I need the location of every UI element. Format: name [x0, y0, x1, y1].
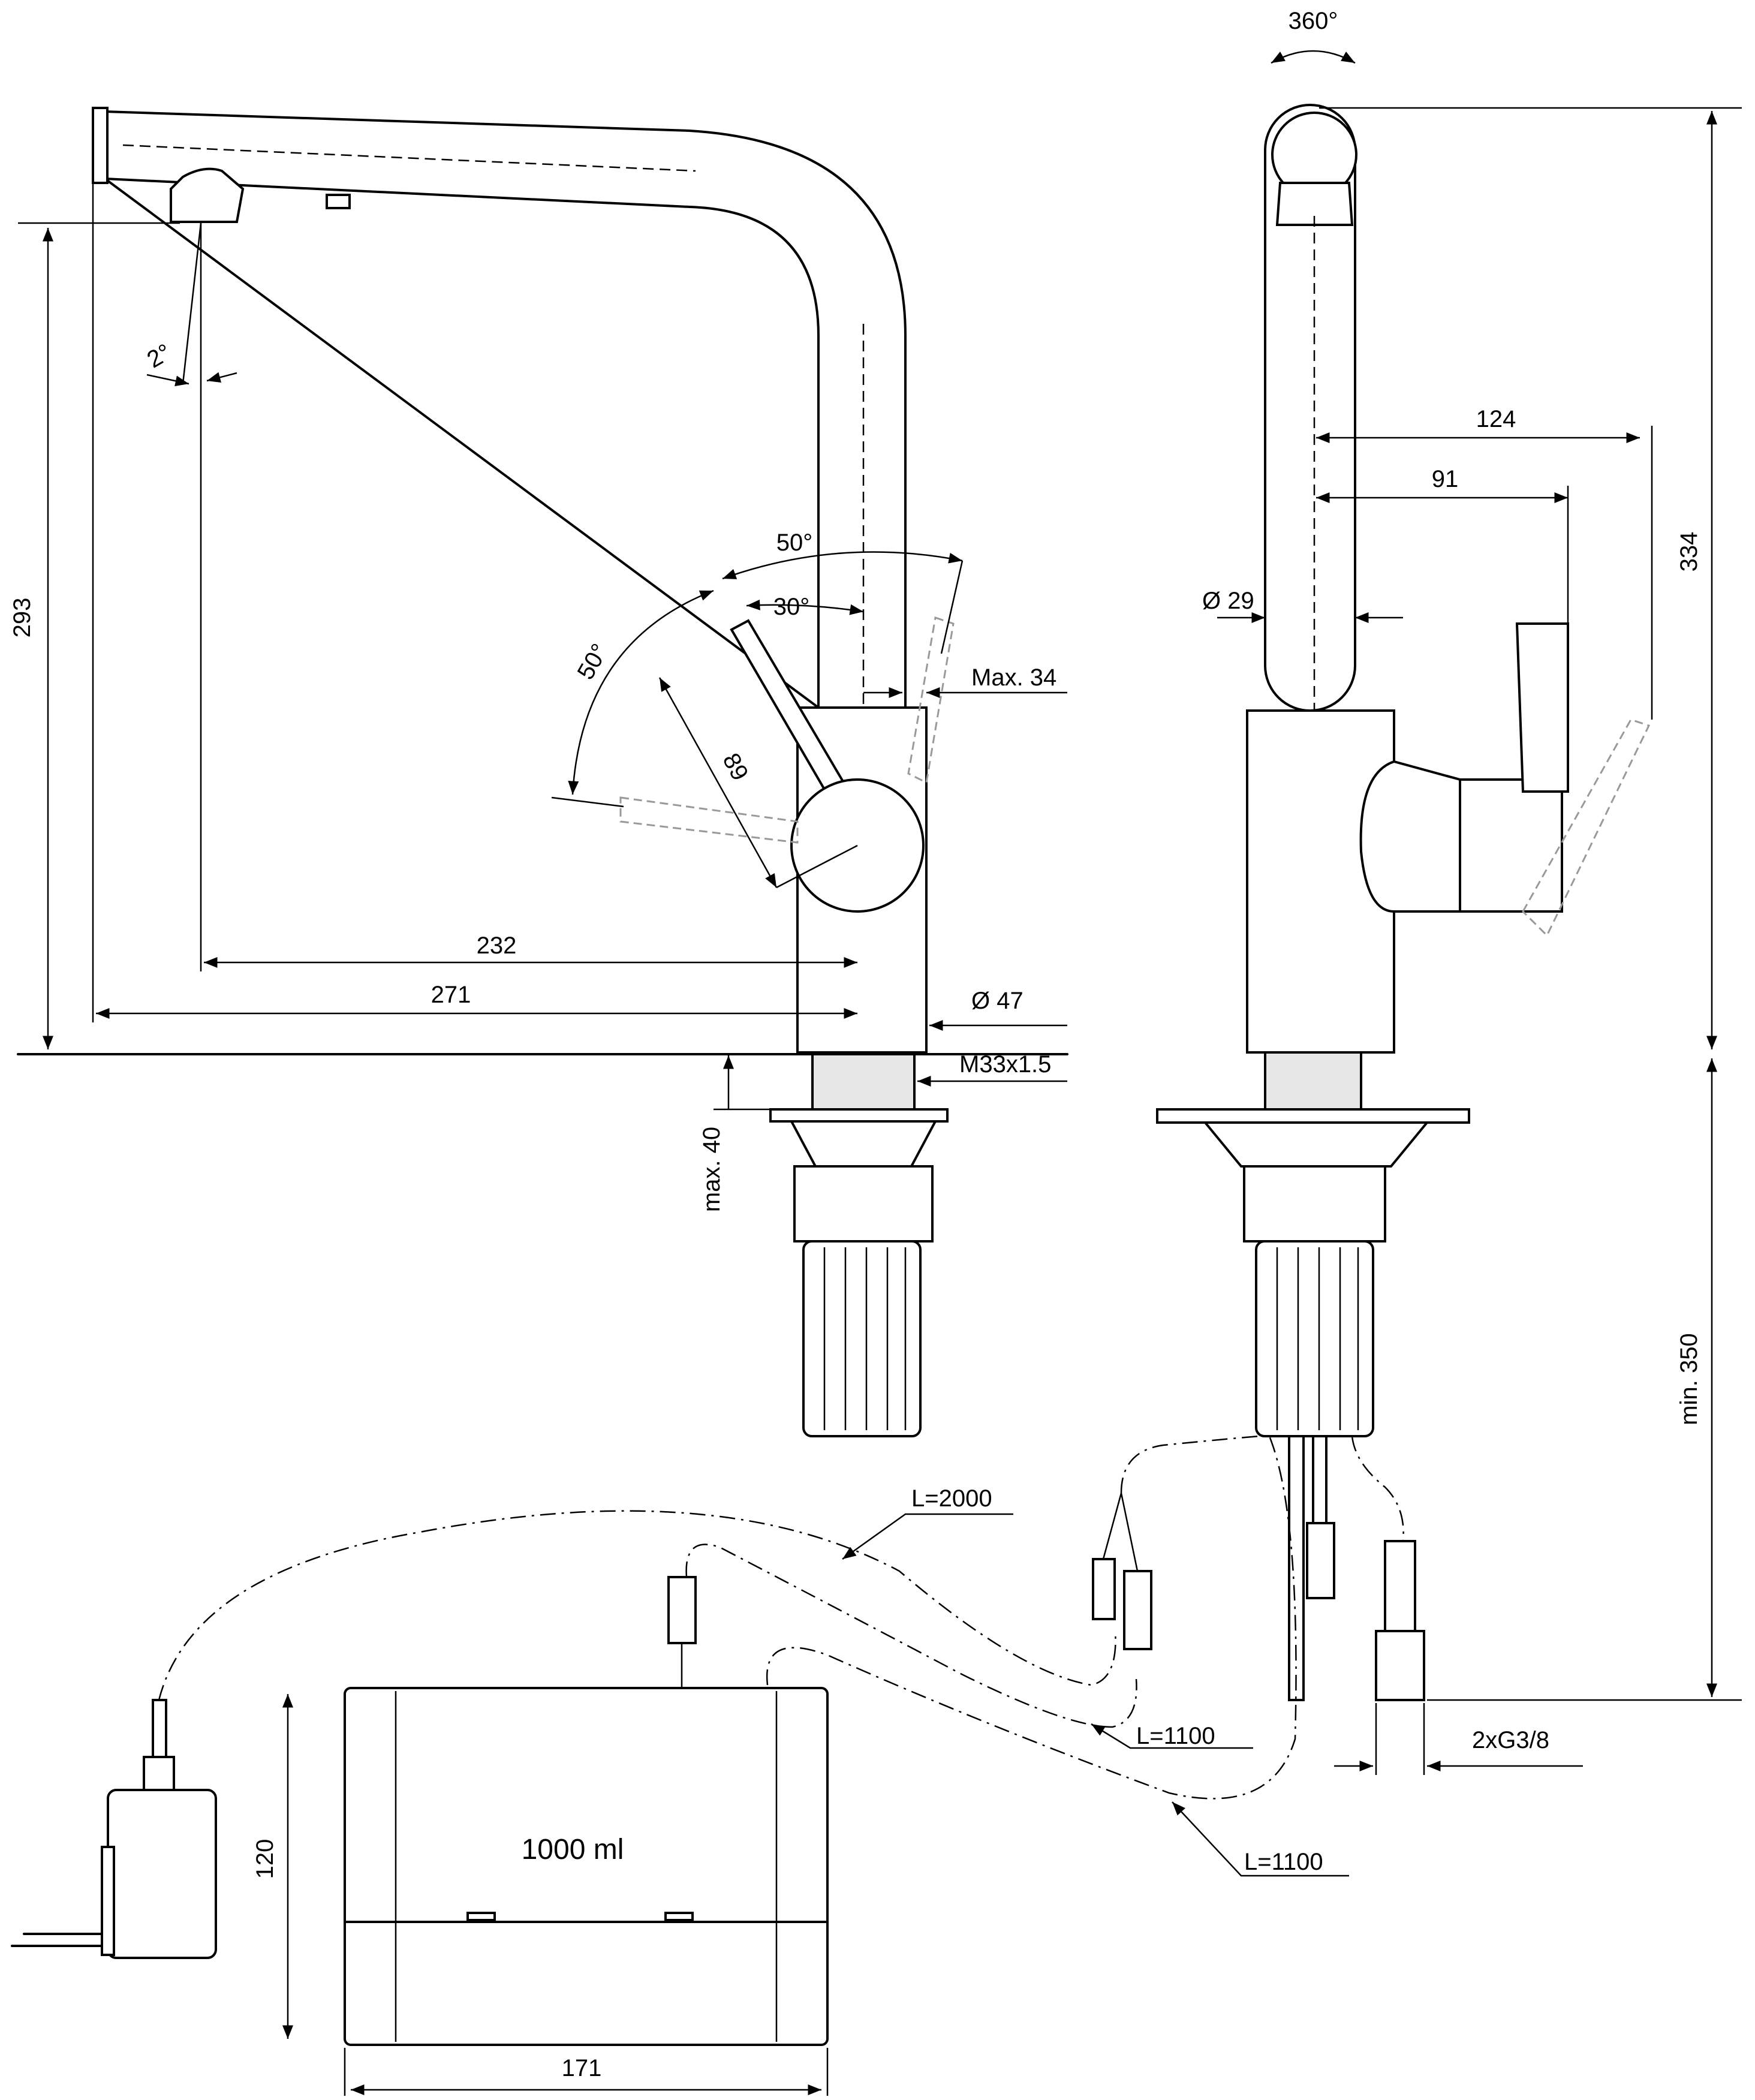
spout-aerator-front	[1275, 182, 1354, 226]
lever-ghost-forward	[619, 796, 799, 844]
lever-ghost-front	[1522, 718, 1651, 937]
sensor-lead	[1120, 1435, 1260, 1494]
adapter-cable	[152, 1699, 167, 1761]
mounting-clamp	[789, 1120, 938, 1168]
flow-unit-ribs	[823, 1247, 907, 1430]
front-clamp	[1202, 1121, 1430, 1168]
fitting	[1306, 1522, 1335, 1599]
tank-volume-label: 1000 ml	[522, 1834, 624, 1866]
mounting-plate	[769, 1108, 949, 1123]
tank-plug	[667, 1576, 697, 1644]
dim-clearance-label: Max. 34	[971, 664, 1056, 691]
ext-line	[551, 796, 624, 808]
tank-foot-a	[466, 1912, 496, 1921]
sensor-cable-2	[766, 1433, 1297, 1800]
front-flow-unit	[1255, 1240, 1374, 1437]
ext-line	[776, 844, 858, 889]
ext-line	[1375, 1703, 1425, 1775]
dim-spout-diameter-label: Ø 29	[1202, 588, 1254, 614]
ext-line	[940, 560, 964, 654]
spout-outline	[104, 110, 907, 709]
thread-stud	[811, 1051, 916, 1111]
dim-swivel-arc	[1271, 50, 1356, 64]
hose-lead	[1351, 1436, 1404, 1542]
power-adapter	[107, 1789, 217, 1959]
sensor-cable-2-leader	[1172, 1801, 1349, 1877]
spout-centerline	[122, 144, 696, 172]
adapter-plug-pins	[11, 1933, 103, 1947]
front-clamp-nut	[1243, 1165, 1386, 1242]
sensor-split	[1102, 1493, 1139, 1572]
hose-braid	[1384, 1540, 1416, 1632]
dim-lever-reach-label: 124	[1476, 406, 1516, 432]
spout-button	[326, 194, 351, 209]
dim-reach-outlet-label: 232	[477, 932, 517, 959]
dim-lever-length-label: 89	[718, 749, 754, 785]
spray-arrow-b	[206, 372, 237, 383]
spray-arrow-a	[146, 374, 189, 387]
ext-line	[344, 2048, 829, 2096]
sensor-plug-a	[1092, 1558, 1116, 1620]
tank-side-lines	[395, 1691, 778, 2042]
front-view: 360° 334 124 91 Ø 29 min. 350 2xG3/8	[1156, 8, 1742, 1775]
dim-angle-mid-label: 30°	[773, 594, 810, 620]
dim-body-diameter-label: Ø 47	[971, 988, 1024, 1014]
adapter-strain-relief	[143, 1756, 175, 1791]
power-cable	[158, 1510, 1116, 1701]
dim-angle-back-label: 50°	[776, 529, 813, 556]
dim-total-height-label: 334	[1676, 532, 1702, 572]
power-cable-label: L=2000	[911, 1485, 992, 1512]
dim-tank-height-label: 120	[252, 1839, 278, 1879]
dim-lever-length-line	[658, 677, 778, 888]
sensor-cable-2-label: L=1100	[1244, 1849, 1323, 1875]
dim-spray-angle-label: 2°	[143, 339, 176, 373]
sensor-cable-1-leader	[1091, 1723, 1253, 1749]
installation: L=2000 L=1100 L=1100 1000 ml 120 171	[11, 1433, 1404, 2096]
dim-angle-mid-arc	[746, 599, 864, 615]
water-tank	[344, 1687, 829, 2046]
dim-swivel-label: 360°	[1289, 8, 1338, 34]
side-view: 293 2° 232 271 50° 30° 50° 89 Max. 34	[9, 107, 1068, 1437]
front-flow-unit-ribs	[1276, 1247, 1359, 1430]
power-cable-leader	[842, 1513, 1013, 1560]
dim-deck-thickness-label: max. 40	[699, 1127, 725, 1212]
dim-angle-fwd-label: 50°	[573, 639, 613, 684]
dim-reach-total-label: 271	[431, 982, 471, 1008]
lever-base-front	[1459, 778, 1563, 913]
adapter-plug-base	[101, 1846, 115, 1956]
spout-tip	[92, 107, 109, 184]
clamp-nut	[793, 1165, 934, 1242]
aerator	[170, 167, 245, 223]
sensor-plug-b	[1123, 1570, 1152, 1650]
dim-connections-label: 2xG3/8	[1472, 1727, 1549, 1753]
dim-angle-fwd-arc	[568, 589, 714, 795]
dim-thread-label: M33x1.5	[959, 1051, 1051, 1078]
sensor-cable-1	[685, 1544, 1137, 1728]
dim-angle-back-arc	[722, 551, 963, 580]
flow-unit	[802, 1240, 922, 1437]
lever-hub	[1359, 760, 1461, 913]
dim-below-deck-label: min. 350	[1676, 1333, 1702, 1425]
front-thread	[1264, 1051, 1362, 1111]
lever-front	[1515, 622, 1569, 793]
front-mounting-plate	[1156, 1108, 1470, 1124]
sensor-cable-1-label: L=1100	[1136, 1723, 1215, 1749]
hose-connector	[1375, 1630, 1425, 1701]
lever-ghost-back	[907, 616, 955, 784]
dim-lever-reach-inner-label: 91	[1432, 466, 1459, 492]
spray-line	[182, 222, 202, 384]
outlet-pipe	[1288, 1435, 1305, 1701]
dim-tank-width-label: 171	[562, 2055, 602, 2081]
dim-height-label: 293	[9, 598, 35, 638]
tank-foot-b	[664, 1912, 694, 1921]
